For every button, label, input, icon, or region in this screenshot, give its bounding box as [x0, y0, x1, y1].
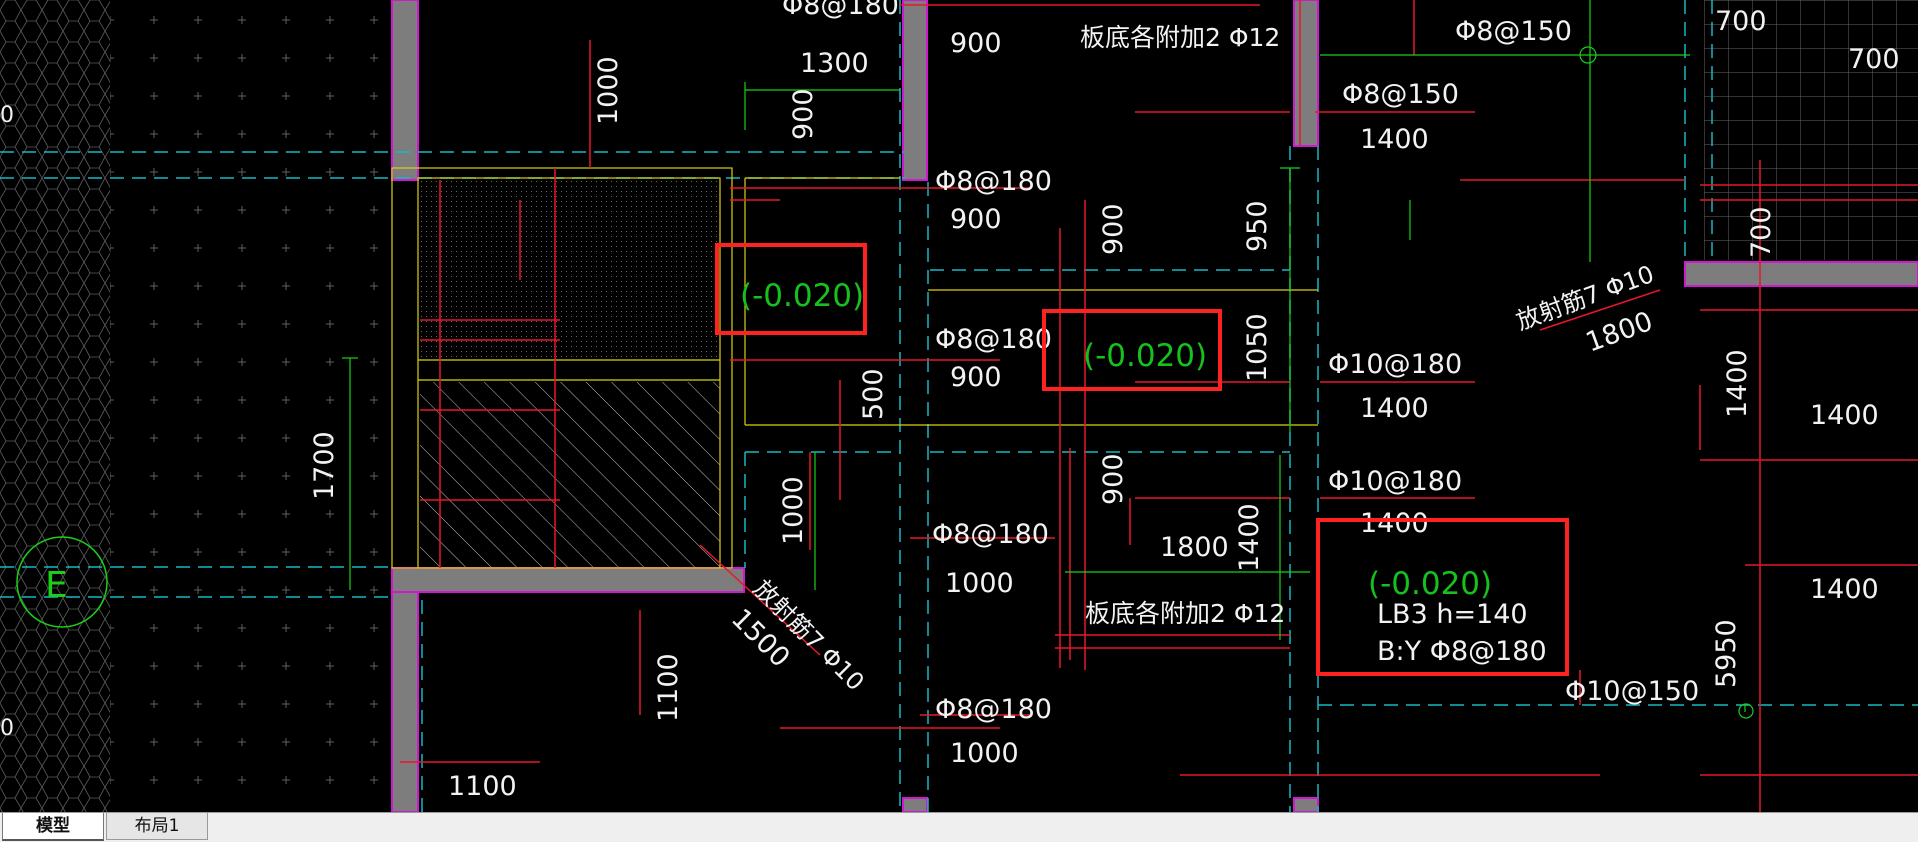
label-top-left-dim: 1300 [800, 48, 869, 79]
label-lower-dim-1800: 1800 [1160, 532, 1229, 563]
dotted-hatch [420, 180, 720, 360]
label-lower-rebar-1: Φ10@180 [1328, 466, 1462, 497]
label-mid-dim-2: 900 [950, 362, 1002, 393]
highlight-box [1042, 309, 1222, 391]
label-mid-vert-dim-950: 950 [1242, 200, 1273, 252]
grid-node-marker [1579, 46, 1597, 64]
dimension-lines [342, 0, 1746, 712]
right-upper-grid-area [1704, 0, 1918, 260]
elevation-labels: (-0.020) (-0.020) (-0.020) [740, 278, 1492, 602]
axis-bubble [16, 536, 108, 628]
label-top-right-dim: 700 [1715, 6, 1767, 37]
label-top-right-dim2: 700 [1848, 44, 1900, 75]
label-bottom-rebar-right: Φ10@150 [1565, 676, 1699, 707]
left-edge-partial-2: 0 [0, 716, 14, 741]
label-mid-vert-dim-1050: 1050 [1242, 313, 1273, 382]
label-lower-left-vert-dim-1000: 1000 [778, 476, 809, 545]
label-lower-left-dim: 1000 [945, 568, 1014, 599]
layout-tab-bar: 模型 布局1 [0, 812, 1918, 842]
label-lower-vert-dim-900: 900 [1098, 453, 1129, 505]
label-bottom-vert-dim-5950: 5950 [1711, 619, 1742, 688]
label-right-far-dim-1400a: 1400 [1810, 400, 1879, 431]
label-lower-left-rebar: Φ8@180 [932, 519, 1049, 550]
label-top-right-rebar: Φ8@150 [1455, 16, 1572, 47]
left-edge-partial-1: 0 [0, 103, 14, 128]
label-lower-vert-dim-1100: 1100 [653, 653, 684, 722]
label-mid-rebar-2: Φ8@180 [935, 324, 1052, 355]
label-slab-line1: LB3 h=140 [1377, 599, 1528, 630]
rebar-lines [400, 0, 1918, 812]
label-right-far-dim-1400b: 1400 [1810, 574, 1879, 605]
hex-hatch-area [0, 0, 110, 812]
label-mid-rebar-1: Φ8@180 [935, 166, 1052, 197]
label-lower-vert-dim-1400: 1400 [1234, 503, 1265, 572]
label-lower-dim-1: 1400 [1360, 508, 1429, 539]
label-right-dim-1: 1400 [1360, 124, 1429, 155]
diagonal-hatch [420, 382, 720, 570]
plus-hatch-area [110, 0, 393, 812]
label-mid-vert-dim-500: 500 [858, 368, 889, 420]
label-bottom-rebar-left: Φ8@180 [935, 694, 1052, 725]
label-slab-line2: B:Y Φ8@180 [1377, 636, 1547, 667]
highlight-box [715, 243, 867, 335]
axis-label-E: E [45, 565, 68, 606]
label-left-vert-dim-1700: 1700 [309, 431, 340, 500]
label-left-vert-dim-900: 900 [788, 88, 819, 140]
drawing-canvas[interactable]: Φ8@180 1300 板底各附加2 Φ12 900 Φ8@150 700 70… [0, 0, 1918, 812]
label-top-left-rebar: Φ8@180 [782, 0, 899, 21]
label-right-vert-dim-1400: 1400 [1722, 349, 1753, 418]
elevation-label: (-0.020) [740, 278, 864, 314]
label-right-rebar-2: Φ10@180 [1328, 349, 1462, 380]
tab-layout-1[interactable]: 布局1 [106, 813, 208, 840]
label-bottom-dim-left: 1000 [950, 738, 1019, 769]
label-top-center-note: 板底各附加2 Φ12 [1080, 23, 1280, 52]
label-radiate-rebar-right-dim: 1800 [1582, 306, 1657, 359]
label-right-side-dim-700: 700 [1746, 206, 1777, 258]
label-lower-note: 板底各附加2 Φ12 [1085, 599, 1285, 628]
label-bottom-dim-1100: 1100 [448, 771, 517, 802]
label-right-dim-2: 1400 [1360, 393, 1429, 424]
highlight-boxes [715, 243, 1569, 676]
grid-node-marker-2 [1738, 703, 1754, 719]
label-right-rebar-1: Φ8@150 [1342, 79, 1459, 110]
elevation-label: (-0.020) [1368, 566, 1492, 602]
tab-model[interactable]: 模型 [2, 813, 104, 841]
label-top-center-dim: 900 [950, 28, 1002, 59]
highlight-box [1316, 518, 1569, 676]
wall-group [391, 0, 1918, 812]
room-outlines [391, 167, 1318, 569]
label-left-vert-dim-1000: 1000 [593, 56, 624, 125]
label-mid-vert-dim-900: 900 [1098, 203, 1129, 255]
elevation-label: (-0.020) [1083, 338, 1207, 374]
label-mid-dim-1: 900 [950, 204, 1002, 235]
